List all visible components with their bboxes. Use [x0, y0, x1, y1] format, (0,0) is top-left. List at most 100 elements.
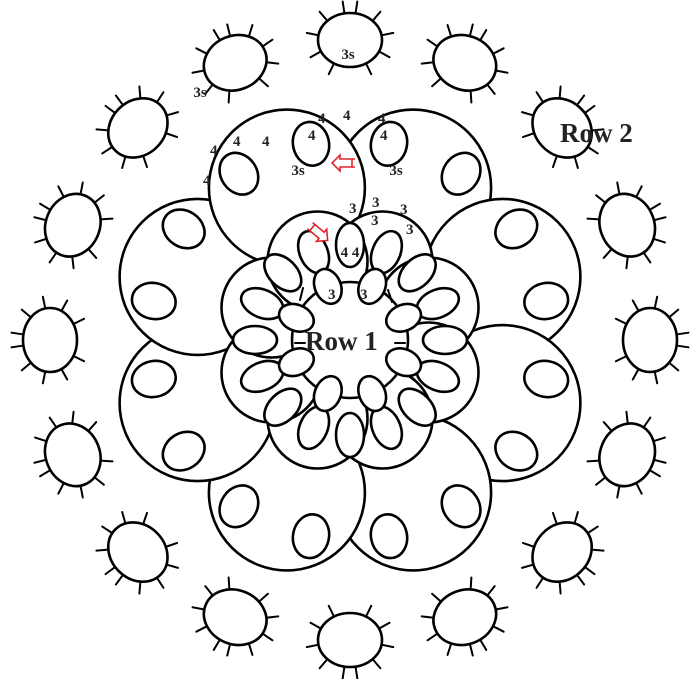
picot: [535, 91, 545, 104]
picot: [93, 476, 105, 486]
picot: [265, 615, 280, 619]
picot: [257, 77, 269, 88]
stitch-count: 4: [318, 111, 326, 127]
picot: [652, 436, 666, 443]
picot: [79, 484, 84, 499]
picot: [431, 592, 443, 603]
row2-inner-ring: [218, 151, 260, 196]
ring-shape: [440, 151, 482, 196]
picot: [354, 665, 359, 679]
picot: [104, 565, 117, 576]
picot: [380, 643, 395, 649]
picot: [652, 237, 666, 244]
row2-outer-ring: [420, 576, 509, 657]
row1-inner-ring: [277, 302, 316, 333]
picot: [227, 576, 231, 591]
row1-ring: [263, 253, 303, 293]
stitch-count: 3: [400, 202, 408, 218]
stitch-count: 3: [372, 195, 380, 211]
picot: [494, 69, 509, 74]
picot: [365, 604, 373, 618]
picot: [431, 77, 443, 88]
row2-outer-ring: [191, 576, 280, 657]
picot: [586, 459, 601, 463]
picot: [305, 31, 320, 37]
picot: [521, 541, 536, 548]
picot: [371, 10, 382, 22]
picot: [79, 181, 84, 196]
picot: [371, 658, 382, 670]
picot: [420, 615, 435, 619]
picot: [227, 89, 231, 104]
picot: [34, 237, 48, 244]
picot: [33, 458, 48, 464]
stitch-count: 4: [210, 143, 218, 159]
picot: [72, 355, 86, 363]
ring-shape: [218, 151, 260, 196]
picot: [479, 29, 488, 42]
picot: [575, 573, 586, 586]
picot: [446, 24, 453, 38]
picot: [101, 525, 114, 535]
picot: [590, 128, 605, 132]
ring-shape: [202, 588, 268, 647]
picot: [57, 482, 65, 495]
picot: [226, 642, 232, 657]
picot: [420, 61, 435, 65]
row1-inner-ring: [357, 267, 388, 306]
picot: [653, 295, 659, 310]
ring-shape: [43, 192, 102, 258]
row1-inner-ring: [384, 302, 423, 333]
ring-shape: [277, 347, 316, 378]
ring-shape: [531, 96, 594, 159]
picot: [426, 38, 439, 48]
picot: [595, 476, 607, 486]
ring-shape: [432, 33, 498, 92]
picot: [48, 416, 58, 429]
ring-shape: [130, 359, 177, 399]
picot: [247, 24, 254, 38]
ring-shape: [357, 374, 388, 413]
ring-shape: [312, 374, 343, 413]
picot: [155, 576, 165, 589]
stitch-count: 3: [360, 287, 368, 303]
ring-shape: [312, 267, 343, 306]
picot: [104, 104, 117, 115]
picot: [675, 344, 690, 349]
row2-outer-ring: [191, 23, 280, 104]
picot: [39, 202, 52, 211]
picot: [492, 47, 505, 55]
picot: [602, 421, 613, 433]
picot: [155, 91, 165, 104]
picot: [212, 638, 221, 651]
picot: [99, 217, 114, 221]
picot: [93, 194, 105, 204]
row1-ring: [397, 253, 437, 293]
stitch-count: 3: [406, 222, 414, 238]
picot: [309, 621, 322, 630]
row2-inner-ring: [218, 484, 260, 529]
row2-outer-ring: [33, 410, 114, 499]
row2-outer-ring: [420, 23, 509, 104]
picot: [10, 331, 25, 336]
ring-shape: [231, 324, 279, 356]
picot: [494, 606, 509, 611]
picot: [95, 548, 110, 552]
picot: [595, 194, 607, 204]
picot: [41, 370, 47, 385]
picot: [138, 580, 142, 595]
picot: [653, 370, 659, 385]
row2-outer-ring: [95, 85, 180, 170]
picot: [625, 410, 629, 425]
picot: [204, 585, 214, 597]
ring-shape: [202, 33, 268, 92]
picot: [573, 155, 579, 170]
ring-shape: [523, 281, 570, 321]
ring-shape: [421, 324, 469, 356]
picot: [57, 185, 65, 198]
ring-shape: [494, 208, 539, 250]
picot: [469, 576, 473, 591]
picot: [648, 469, 661, 478]
picot: [675, 331, 690, 336]
picot: [520, 563, 535, 569]
